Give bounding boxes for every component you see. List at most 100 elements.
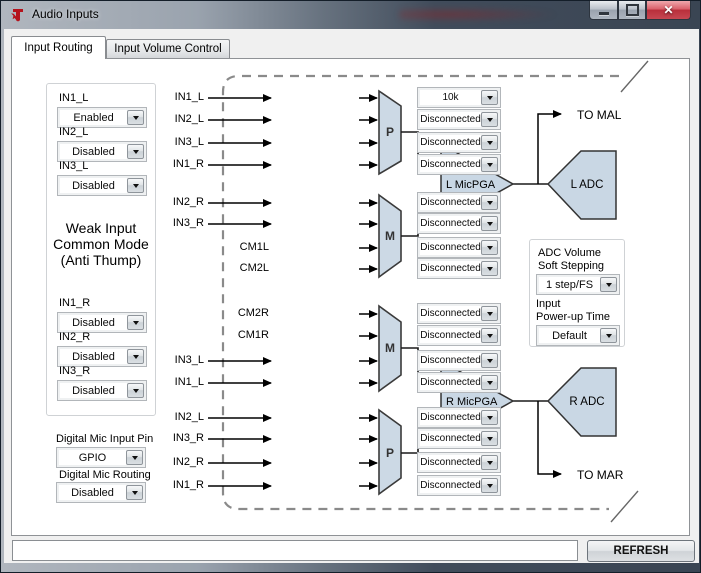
signal-label: CM1R bbox=[237, 329, 269, 341]
routing-select[interactable]: Disconnected bbox=[417, 109, 501, 130]
chevron-down-icon bbox=[481, 410, 498, 425]
chevron-down-icon bbox=[481, 455, 498, 470]
to-mar-arrow bbox=[537, 401, 562, 478]
routing-select[interactable]: Disconnected bbox=[417, 237, 501, 258]
field-label: IN3_L bbox=[59, 160, 89, 172]
chevron-down-icon bbox=[600, 328, 617, 343]
routing-select[interactable]: Disconnected bbox=[417, 372, 501, 393]
to-mal-label: TO MAL bbox=[577, 108, 622, 122]
in1r-common-mode-select[interactable]: Disabled bbox=[57, 312, 147, 333]
mux-letter: M bbox=[385, 341, 395, 355]
routing-row: IN2_L Disconnected bbox=[156, 109, 501, 131]
tab-input-volume-control[interactable]: Input Volume Control bbox=[106, 39, 230, 59]
chevron-down-icon bbox=[127, 144, 144, 159]
signal-label: IN3_L bbox=[174, 136, 204, 148]
refresh-button[interactable]: REFRESH bbox=[587, 540, 695, 562]
signal-label: IN3_R bbox=[172, 217, 204, 229]
signal-label: IN2_L bbox=[174, 411, 204, 423]
digital-mic-input-pin-select[interactable]: GPIO bbox=[56, 447, 146, 468]
digital-mic-routing-select[interactable]: Disabled bbox=[56, 482, 146, 503]
client-area: Input Routing Input Volume Control IN1_L… bbox=[4, 29, 699, 563]
field-label: IN1_R bbox=[59, 297, 91, 309]
routing-select[interactable]: Disconnected bbox=[417, 303, 501, 324]
close-icon: ✕ bbox=[663, 2, 674, 17]
mux-p-left bbox=[378, 89, 402, 176]
close-button[interactable]: ✕ bbox=[646, 1, 691, 20]
routing-select[interactable]: Disconnected bbox=[417, 192, 501, 213]
chip-boundary-dashed bbox=[221, 74, 619, 511]
input-powerup-label-line1: Input bbox=[536, 298, 561, 310]
maximize-button[interactable] bbox=[618, 1, 646, 20]
chevron-down-icon bbox=[481, 216, 498, 231]
in1l-common-mode-select[interactable]: Enabled bbox=[57, 107, 147, 128]
routing-select[interactable]: Disconnected bbox=[417, 428, 501, 449]
signal-label: IN1_R bbox=[172, 479, 204, 491]
chevron-down-icon bbox=[481, 306, 498, 321]
adc-volume-panel: ADC Volume Soft Stepping 1 step/FS Input… bbox=[529, 239, 625, 347]
signal-label: IN1_R bbox=[172, 158, 204, 170]
in3l-common-mode-select[interactable]: Disabled bbox=[57, 175, 147, 196]
in2l-common-mode-select[interactable]: Disabled bbox=[57, 141, 147, 162]
field-label: IN2_L bbox=[59, 126, 89, 138]
routing-select[interactable]: Disconnected bbox=[417, 407, 501, 428]
chevron-down-icon bbox=[127, 178, 144, 193]
signal-label: IN2_R bbox=[172, 196, 204, 208]
routing-row: CM2R Disconnected bbox=[156, 303, 501, 325]
adc-volume-label-line2: Soft Stepping bbox=[538, 260, 605, 272]
input-arrows bbox=[208, 94, 272, 490]
mux-letter: P bbox=[386, 125, 394, 139]
routing-select[interactable]: Disconnected bbox=[417, 213, 501, 234]
chevron-down-icon bbox=[481, 135, 498, 150]
routing-row: IN3_R Disconnected bbox=[156, 428, 501, 450]
field-label: IN1_L bbox=[59, 92, 89, 104]
chevron-down-icon bbox=[481, 328, 498, 343]
routing-select[interactable]: Disconnected bbox=[417, 325, 501, 346]
left-micpga-label: L MicPGA bbox=[446, 179, 496, 191]
background-window-artifact bbox=[399, 7, 559, 22]
mux-p-right bbox=[378, 408, 402, 496]
signal-label: IN1_L bbox=[174, 91, 204, 103]
digital-mic-input-pin-label: Digital Mic Input Pin bbox=[56, 433, 154, 445]
chevron-down-icon bbox=[481, 195, 498, 210]
tab-input-routing[interactable]: Input Routing bbox=[11, 36, 106, 59]
routing-select[interactable]: Disconnected bbox=[417, 452, 501, 473]
status-input[interactable] bbox=[12, 540, 578, 561]
chevron-down-icon bbox=[127, 110, 144, 125]
ti-logo-icon bbox=[10, 7, 26, 23]
in3r-common-mode-select[interactable]: Disabled bbox=[57, 380, 147, 401]
input-routing-page: IN1_L Enabled IN2_L Disabled IN3_L Disab… bbox=[11, 58, 690, 536]
right-micpga-label: R MicPGA bbox=[446, 396, 498, 408]
signal-label: IN3_R bbox=[172, 432, 204, 444]
window-title: Audio Inputs bbox=[32, 7, 99, 21]
left-adc-label: L ADC bbox=[571, 179, 604, 191]
chevron-down-icon bbox=[126, 485, 143, 500]
chevron-down-icon bbox=[127, 349, 144, 364]
in2r-common-mode-select[interactable]: Disabled bbox=[57, 346, 147, 367]
routing-select[interactable]: Disconnected bbox=[417, 475, 501, 496]
title-bar[interactable]: Audio Inputs ✕ bbox=[1, 1, 700, 29]
chevron-down-icon bbox=[481, 375, 498, 390]
adc-volume-label-line1: ADC Volume bbox=[538, 247, 601, 259]
mux-letter: M bbox=[385, 229, 395, 243]
minimize-icon bbox=[598, 11, 609, 15]
routing-row: CM1L Disconnected bbox=[156, 237, 501, 259]
right-adc-label: R ADC bbox=[569, 396, 604, 408]
adc-volume-soft-stepping-select[interactable]: 1 step/FS bbox=[536, 274, 620, 295]
boundary-break-slash-top bbox=[620, 60, 649, 93]
chevron-down-icon bbox=[481, 240, 498, 255]
panel-heading: Weak Input Common Mode (Anti Thump) bbox=[53, 220, 149, 268]
field-label: IN3_R bbox=[59, 365, 91, 377]
routing-select[interactable]: Disconnected bbox=[417, 154, 501, 175]
boundary-break-slash-bottom bbox=[610, 490, 639, 523]
field-label: IN2_R bbox=[59, 331, 91, 343]
minimize-button[interactable] bbox=[589, 1, 618, 20]
routing-select[interactable]: Disconnected bbox=[417, 350, 501, 371]
routing-select[interactable]: Disconnected bbox=[417, 258, 501, 279]
chevron-down-icon bbox=[481, 478, 498, 493]
routing-select[interactable]: Disconnected bbox=[417, 132, 501, 153]
routing-select[interactable]: 10k bbox=[417, 87, 501, 108]
chevron-down-icon bbox=[481, 353, 498, 368]
input-powerup-time-select[interactable]: Default bbox=[536, 325, 620, 346]
mux-shapes bbox=[378, 89, 402, 496]
